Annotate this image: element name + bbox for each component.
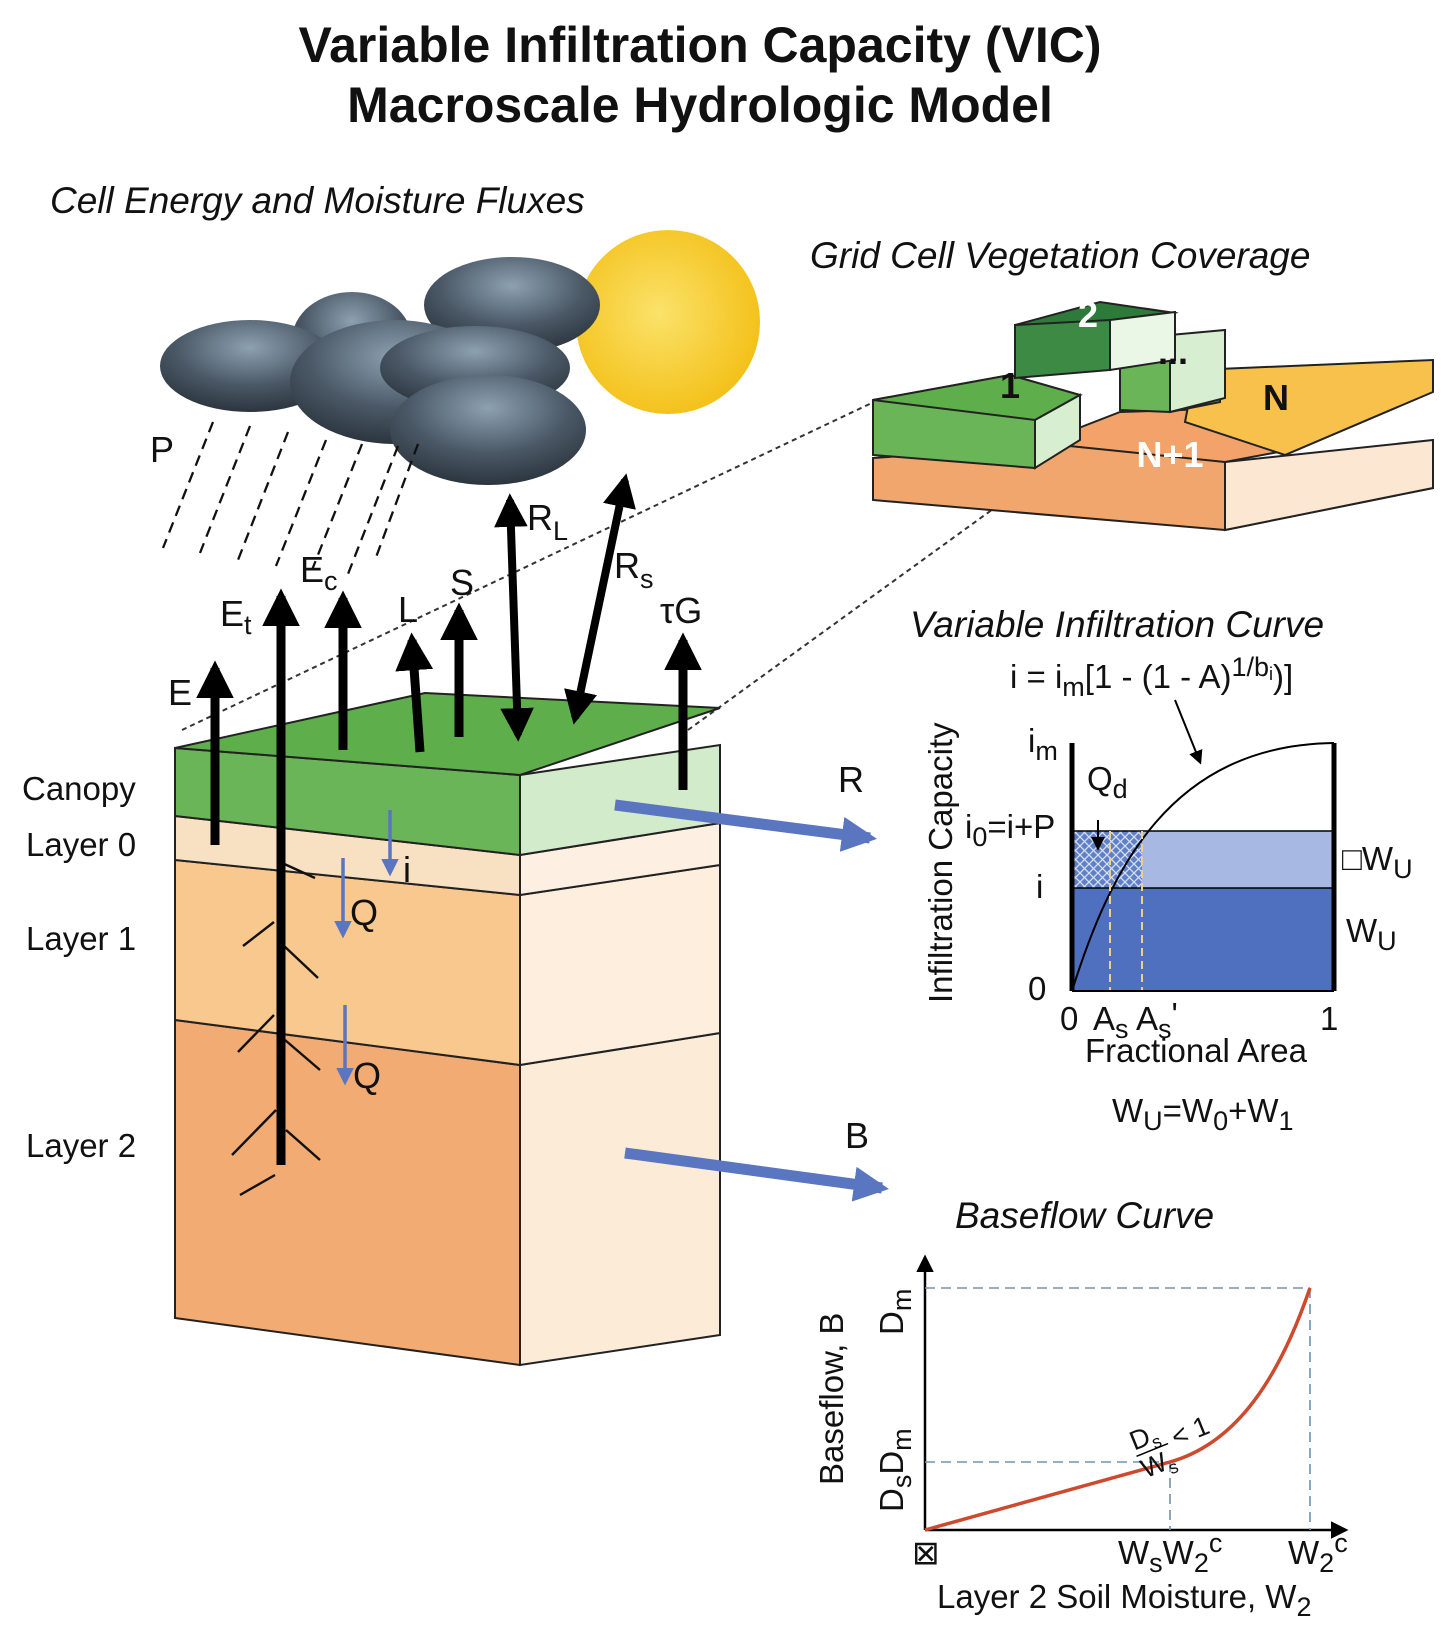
latent-heat-label: L [398,589,418,630]
infiltration-ylabel: Infiltration Capacity [922,722,959,1003]
patch-n1-label: N+1 [1136,434,1203,475]
runoff-label: R [838,759,864,800]
sensible-heat-label: S [450,562,474,603]
baseflow-arrow [624,1147,889,1202]
shortwave-label: Rs [614,545,654,594]
vegetation-heading: Grid Cell Vegetation Coverage [810,235,1310,276]
root-icon [231,860,321,1197]
longwave-arrow [494,493,534,742]
y-zero-tick: 0 [1028,970,1046,1007]
w2c-tick: W2c [1288,1528,1348,1578]
canopy-evap-label: Ec [300,549,338,596]
evap-label: E [168,672,192,713]
baseflow-plot [916,1254,1349,1539]
delta-wu-label: □WU [1342,840,1413,884]
origin-tick: ⊠ [912,1534,940,1571]
drainage-label-1: Q [350,892,378,933]
baseflow-heading: Baseflow Curve [955,1195,1214,1236]
baseflow-xlabel: Layer 2 Soil Moisture, W2 [937,1578,1312,1622]
ground-heat-label: τG [660,590,702,631]
layer2-label: Layer 2 [26,1127,136,1164]
drainage-label-2: Q [353,1055,381,1096]
patch-n-label: N [1263,377,1289,418]
wu-label: WU [1346,912,1397,956]
shortwave-arrow [564,473,636,725]
infiltration-xlabel: Fractional Area [1085,1032,1308,1069]
cloud-icon [160,257,600,485]
equation-pointer [1174,699,1203,765]
patch-dots-label: ... [1158,331,1188,372]
infiltration-equation: i = im[1 - (1 - A)1/bi)] [1010,652,1293,702]
rain-icon [161,421,420,575]
transpiration-label: Et [220,593,252,640]
runoff-arrow [614,799,877,852]
sun-icon [576,230,760,414]
as-prime-tick: As' [1136,996,1178,1044]
infiltration-heading: Variable Infiltration Curve [910,604,1324,645]
x-one-tick: 1 [1320,1000,1338,1037]
infiltration-label: i [403,849,411,890]
flux-arrows [196,588,702,1165]
i-tick: i [1036,868,1043,905]
qd-label: Qd [1087,760,1128,804]
i0-tick: i0=i+P [965,808,1055,852]
precip-label: P [150,429,174,470]
flux-heading: Cell Energy and Moisture Fluxes [50,180,585,221]
wu-equation: WU=W0+W1 [1112,1092,1294,1136]
patch-2-label: 2 [1078,294,1098,335]
baseflow-ylabel: Baseflow, B [813,1313,850,1485]
connector-lines [181,399,1081,731]
canopy-label: Canopy [22,770,136,807]
layer0-label: Layer 0 [26,826,136,863]
title-line2: Macroscale Hydrologic Model [347,77,1053,133]
patch-1-label: 1 [1000,365,1020,406]
infiltration-plot [1069,742,1337,992]
as-tick: As [1093,1000,1129,1044]
x-zero-tick: 0 [1060,1000,1078,1037]
soil-column [174,691,721,1367]
title-line1: Variable Infiltration Capacity (VIC) [299,17,1102,73]
baseflow-label: B [845,1115,869,1156]
drainage-arrows [334,810,399,1086]
dsdm-tick: DsDm [873,1428,917,1512]
im-tick: im [1028,722,1058,766]
ws-w2c-tick: WsW2c [1118,1528,1222,1578]
dm-tick: Dm [873,1289,917,1335]
vegetation-tile [872,300,1434,532]
layer1-label: Layer 1 [26,920,136,957]
longwave-label: RL [527,497,568,546]
